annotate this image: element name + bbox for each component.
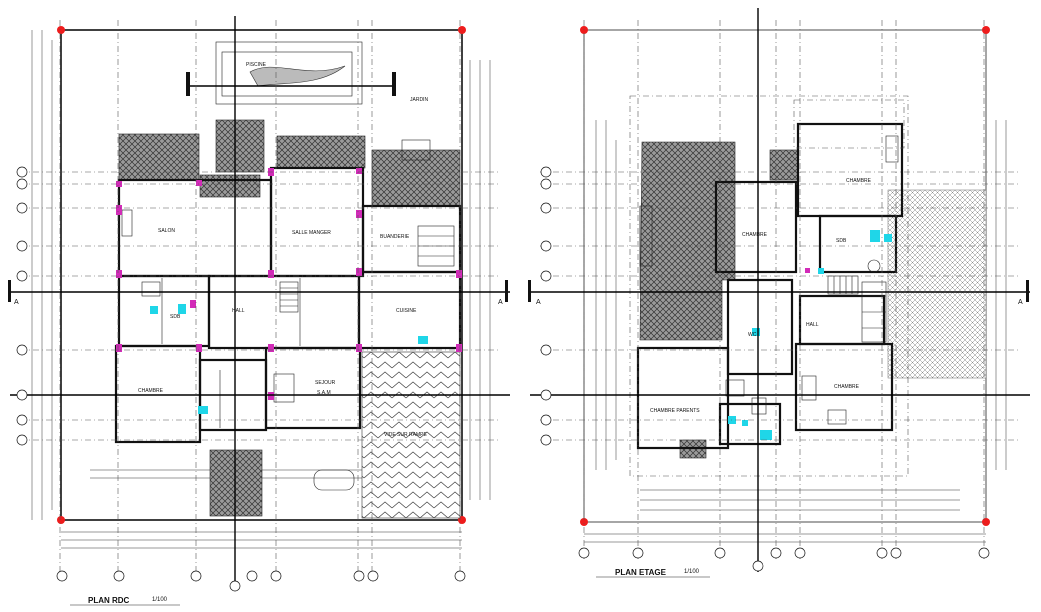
- room-label-buanderie: BUANDERIE: [380, 234, 410, 240]
- rdc-corner-marker: [57, 516, 65, 524]
- room-label-chambre-nord: CHAMBRE: [846, 178, 872, 184]
- room-label-sdb: SDB: [170, 314, 181, 320]
- rdc-sanitary: [150, 304, 428, 414]
- room-label-chambre-est: CHAMBRE: [834, 384, 860, 390]
- rdc-columns: [116, 168, 462, 400]
- etage-dimension-lines: [584, 120, 1007, 543]
- room-label-sejour: SEJOUR: [315, 380, 336, 386]
- plan-etage: CHAMBRE CHAMBRE SDB HALL WC CHAMBRE PARE…: [528, 8, 1030, 578]
- section-marker-left: A: [14, 299, 19, 306]
- rdc-walls: [114, 166, 462, 444]
- etage-outline: [793, 99, 905, 149]
- etage-walls: [636, 122, 904, 450]
- rdc-corner-marker: [458, 26, 466, 34]
- garage-ramp: [361, 351, 461, 519]
- plan-etage-title: PLAN ETAGE: [615, 568, 667, 577]
- etage-corner-marker: [982, 26, 990, 34]
- rdc-hatched-zone: [276, 135, 366, 169]
- room-label-sam: S.A.M: [317, 390, 331, 396]
- plan-rdc-scale: 1/100: [152, 597, 168, 603]
- room-label-hall-etage: HALL: [806, 322, 819, 328]
- section-marker-right-etage: A: [1018, 299, 1023, 306]
- rdc-grid-bubbles-left: [16, 166, 28, 446]
- rdc-dimension-lines-left: [31, 30, 491, 520]
- etage-grid-bubbles-left: [540, 166, 552, 446]
- etage-columns: [805, 268, 810, 273]
- etage-grid-bubbles-bottom: [578, 547, 990, 572]
- room-label-jardin: JARDIN: [410, 97, 428, 103]
- room-label-chambre-parents: CHAMBRE PARENTS: [650, 408, 700, 414]
- pool: PISCINE: [186, 41, 396, 105]
- room-label-chambre-centre: CHAMBRE: [742, 232, 768, 238]
- etage-roof-zone: [769, 149, 799, 181]
- rdc-corner-marker: [57, 26, 65, 34]
- rdc-staircase: [279, 225, 455, 313]
- section-marker-left-etage: A: [536, 299, 541, 306]
- plan-rdc: PISCINE JARDIN: [8, 16, 510, 606]
- plan-etage-scale: 1/100: [684, 569, 700, 575]
- room-label-cuisine: CUISINE: [396, 308, 417, 314]
- rdc-hatched-zone: [118, 133, 200, 181]
- rdc-grid-bubbles-bottom: [56, 570, 466, 592]
- etage-axis-lines: [530, 8, 1030, 572]
- room-label-salon: SALON: [158, 228, 175, 234]
- room-label-salle-manger: SALLE MANGER: [292, 230, 331, 236]
- section-marker-right: A: [498, 299, 503, 306]
- etage-staircase: [827, 275, 887, 343]
- rdc-axis-lines: [10, 16, 510, 590]
- etage-corner-marker: [580, 518, 588, 526]
- rdc-hatched-zone: [199, 174, 261, 198]
- etage-terrace: [887, 189, 987, 379]
- etage-roof-zone: [639, 141, 736, 341]
- rdc-hatched-zone: [371, 149, 461, 207]
- plan-rdc-title: PLAN RDC: [88, 596, 130, 605]
- room-label-piscine: PISCINE: [246, 62, 267, 68]
- room-label-hall: HALL: [232, 308, 245, 314]
- room-label-chambre: CHAMBRE: [138, 388, 164, 394]
- etage-outline: [629, 95, 909, 477]
- room-label-wc-etage: WC: [748, 332, 757, 338]
- room-label-garage: VIDE SUR RAMPE: [384, 432, 427, 438]
- rdc-furniture: [121, 119, 431, 517]
- etage-corner-marker: [982, 518, 990, 526]
- etage-furniture: [725, 135, 899, 425]
- room-label-sdb-etage: SDB: [836, 238, 847, 244]
